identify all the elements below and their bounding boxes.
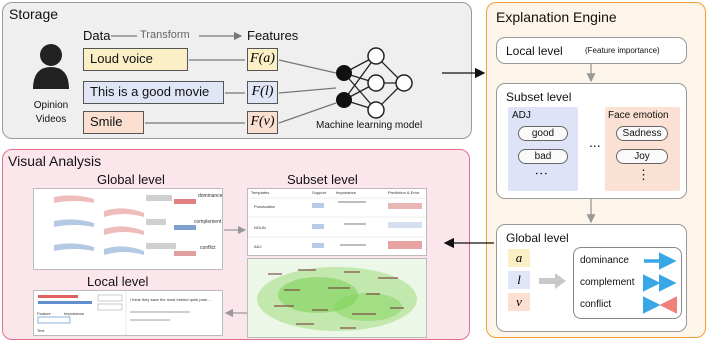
storage-panel: Storage Opinion Videos Data Transform Fe… [2,2,472,139]
input-language: This is a good movie [83,81,224,104]
storage-title: Storage [9,6,59,22]
modality-a: a [508,249,530,267]
subset-group-face-emotion: Face emotion Sadness Joy ⋮ [605,107,680,191]
subset-level-box: Subset level ADJ good bad ⋮ ... Face emo… [496,83,687,199]
subset-header: Templates [251,190,270,195]
subset-level-label: Subset level [506,90,572,104]
features-header: Features [247,28,299,43]
model-label: Machine learning model [316,120,423,131]
feature-visual: F(v) [247,111,278,134]
visual-title: Visual Analysis [8,153,102,169]
local-level-sub: (Feature importance) [585,46,660,55]
local-text: I think they save the most behind quirk … [130,297,212,302]
input-visual: Smile [83,111,144,134]
gray-arrow-icon [539,273,566,289]
local-level-heading: Local level [87,274,149,289]
global-level-view[interactable]: dominance complement conflict [33,188,223,270]
relation-arrows [643,252,677,314]
subset-row: ADJ [254,244,262,249]
subset-header: Support [312,190,327,195]
item-pill: bad [518,149,568,164]
global-view-label: dominance [198,193,223,199]
engine-title: Explanation Engine [496,9,617,25]
item-pill: Joy [616,149,668,164]
subset-header: Prediction & Error [388,190,420,195]
data-header: Data [83,28,111,43]
local-view-graphic [37,291,190,335]
local-level-view[interactable]: Feature Importance Text I think they sav… [33,290,223,336]
relation-dominance: dominance [580,255,629,266]
relation-conflict: conflict [580,299,612,310]
global-view-graphic [54,195,196,256]
local-cell: Text [37,328,45,333]
transform-header: Transform [140,29,190,41]
visual-analysis-panel: Visual Analysis Global level Subset leve… [2,149,470,340]
local-level-label: Local level [506,44,563,58]
engine-flow-arrows [586,64,596,224]
feature-language: F(l) [247,81,278,104]
subset-view-graphic [248,197,426,249]
subset-row: Punctuation [254,204,276,209]
explanation-engine-panel: Explanation Engine Local level (Feature … [486,2,706,338]
opinion-videos-label: Opinion Videos [33,100,69,125]
input-audio: Loud voice [83,48,188,71]
storage-connectors [111,31,413,124]
person-icon [33,44,69,89]
global-level-box: Global level a l v dominance complement … [496,224,687,332]
vertical-ellipsis: ⋮ [637,167,650,182]
feature-audio: F(a) [247,48,278,71]
global-level-label: Global level [506,231,569,245]
modality-v: v [508,293,530,311]
subset-level-heading: Subset level [287,172,358,187]
visual-flow-arrows [224,225,247,318]
local-header: Feature [37,311,51,316]
subset-group-adj: ADJ good bad ⋮ [508,107,578,191]
word-cloud-graphic [257,267,417,331]
relations-box: dominance complement conflict [573,247,682,319]
modality-l: l [508,271,530,289]
subset-level-view[interactable]: Templates Support Importance Prediction … [247,188,427,256]
group-title: Face emotion [608,110,669,121]
item-pill: Sadness [616,126,668,141]
local-level-box: Local level (Feature importance) [496,37,687,64]
subset-header: Importance [336,190,357,195]
word-cloud-view[interactable] [247,258,427,338]
global-level-heading: Global level [97,172,165,187]
local-header: Importance [64,311,85,316]
item-pill: good [518,126,568,141]
group-title: ADJ [512,110,531,121]
relation-complement: complement [580,277,635,288]
global-view-label: conflict [200,245,216,251]
group-ellipsis: ... [589,134,601,150]
global-view-label: complement [194,219,222,225]
subset-row: NOUN [254,225,266,230]
